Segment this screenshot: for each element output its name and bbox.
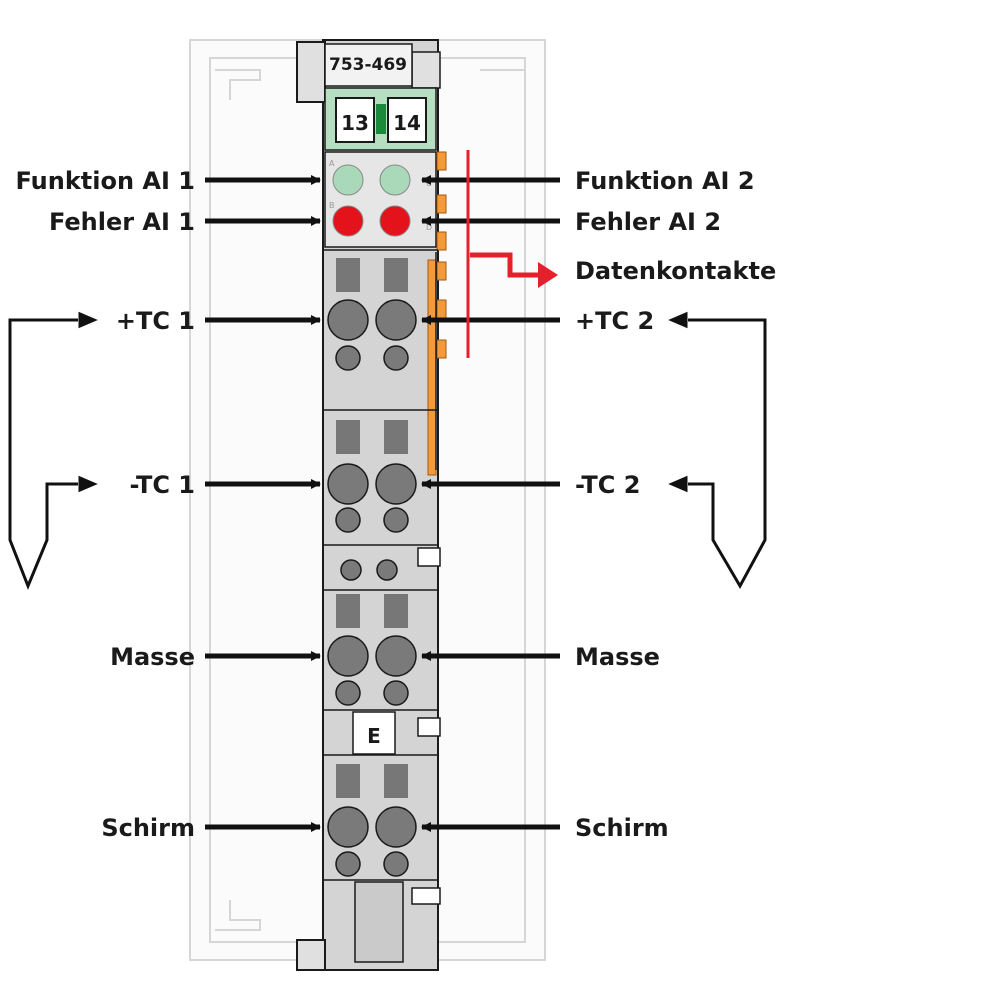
data-contacts: [427, 151, 447, 476]
terminal-tc1-plus: [327, 299, 369, 341]
terminal-group-masse: [327, 594, 417, 706]
thermocouple-right-icon: [668, 311, 767, 590]
led-error-ai2: [379, 205, 411, 237]
label-datenkontakte: Datenkontakte: [575, 257, 776, 285]
slot-marker: [352, 711, 396, 755]
thermocouple-left-icon: [8, 311, 98, 591]
terminal-schirm-right: [375, 806, 417, 848]
label-schirm-left: Schirm: [101, 814, 195, 842]
terminal-tc2-plus: [375, 299, 417, 341]
label-masse-right: Masse: [575, 643, 660, 671]
terminal-group-tc-plus: [327, 258, 417, 371]
label-masse-left: Masse: [110, 643, 195, 671]
module-body: 753-469 13 14 A B C D: [296, 39, 447, 971]
slot-marker-label: E: [367, 724, 381, 748]
label-tc2-minus: -TC 2: [575, 471, 640, 499]
led-error-ai1: [332, 205, 364, 237]
terminal-group-schirm: [327, 764, 417, 877]
tag-13: 13: [341, 111, 369, 135]
terminal-tc2-minus: [375, 463, 417, 505]
right-arrows: [421, 175, 560, 832]
label-schirm-right: Schirm: [575, 814, 669, 842]
label-fehler-ai1: Fehler AI 1: [49, 208, 195, 236]
led-row-d: D: [426, 223, 432, 232]
led-row-b: B: [329, 201, 335, 210]
part-number-label: 753-469: [329, 55, 407, 75]
label-tc1-plus: +TC 1: [116, 307, 195, 335]
label-funktion-ai1: Funktion AI 1: [15, 167, 195, 195]
label-funktion-ai2: Funktion AI 2: [575, 167, 755, 195]
terminal-group-tc-minus: [327, 420, 417, 581]
left-arrows: [205, 175, 321, 832]
terminal-masse-right: [375, 635, 417, 677]
data-contacts-arrow: [466, 150, 558, 358]
led-function-ai2: [379, 164, 411, 196]
label-tc1-minus: -TC 1: [130, 471, 195, 499]
label-fehler-ai2: Fehler AI 2: [575, 208, 721, 236]
terminal-tc1-minus: [327, 463, 369, 505]
led-row-a: A: [329, 159, 335, 168]
terminal-masse-left: [327, 635, 369, 677]
led-function-ai1: [332, 164, 364, 196]
terminal-schirm-left: [327, 806, 369, 848]
label-tc2-plus: +TC 2: [575, 307, 654, 335]
tag-14: 14: [393, 111, 421, 135]
